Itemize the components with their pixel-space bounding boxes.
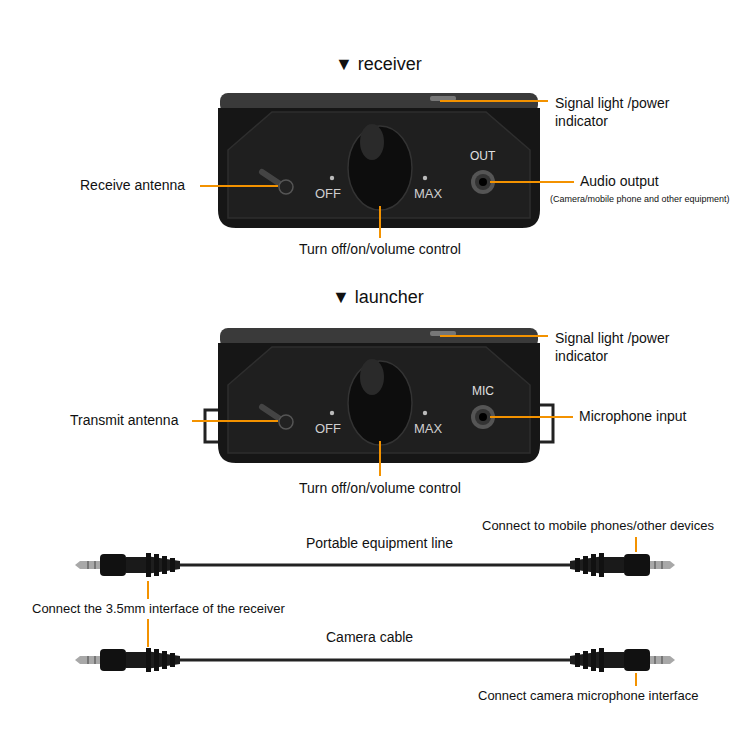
leader-line [379, 206, 381, 238]
callout-label: Transmit antenna [70, 412, 178, 430]
callout-label: Signal light /power indicator [555, 329, 671, 365]
panel-marking: MAX [414, 421, 442, 437]
callout-label: Connect camera microphone interface [478, 688, 698, 704]
plug [75, 553, 180, 577]
panel-marking: OUT [470, 149, 495, 164]
belt-clip [538, 405, 553, 442]
leader-line [192, 420, 278, 422]
callout-label: Audio output [580, 173, 659, 191]
callout-label: Signal light /power indicator [555, 94, 671, 130]
callout-label: Receive antenna [80, 177, 185, 195]
leader-line [490, 181, 574, 183]
section-heading: ▼ receiver [335, 53, 422, 76]
cable [178, 564, 572, 567]
panel-marking: OFF [315, 421, 341, 437]
belt-clip [205, 410, 220, 442]
plug [75, 648, 180, 672]
leader-line [440, 100, 548, 102]
panel-marking: MIC [472, 384, 494, 399]
leader-line [147, 619, 149, 647]
leader-line [379, 441, 381, 476]
leader-line [440, 335, 548, 337]
leader-line [200, 185, 278, 187]
cable-name: Camera cable [326, 629, 413, 647]
panel-marking: OFF [315, 186, 341, 202]
leader-line [635, 673, 637, 686]
callout-label: Connect to mobile phones/other devices [482, 518, 714, 534]
callout-label: Turn off/on/volume control [299, 480, 461, 498]
callout-label: Microphone input [579, 408, 686, 426]
cable-name: Portable equipment line [306, 535, 453, 553]
leader-line [635, 537, 637, 552]
leader-line [490, 416, 573, 418]
panel-marking: MAX [414, 186, 442, 202]
plug [570, 648, 675, 672]
leader-line [147, 581, 149, 599]
plug [570, 553, 675, 577]
cable [178, 659, 572, 662]
section-heading: ▼ launcher [332, 286, 424, 309]
callout-label: Connect the 3.5mm interface of the recei… [32, 601, 285, 617]
callout-label: Turn off/on/volume control [299, 241, 461, 259]
callout-note: (Camera/mobile phone and other equipment… [550, 194, 730, 205]
